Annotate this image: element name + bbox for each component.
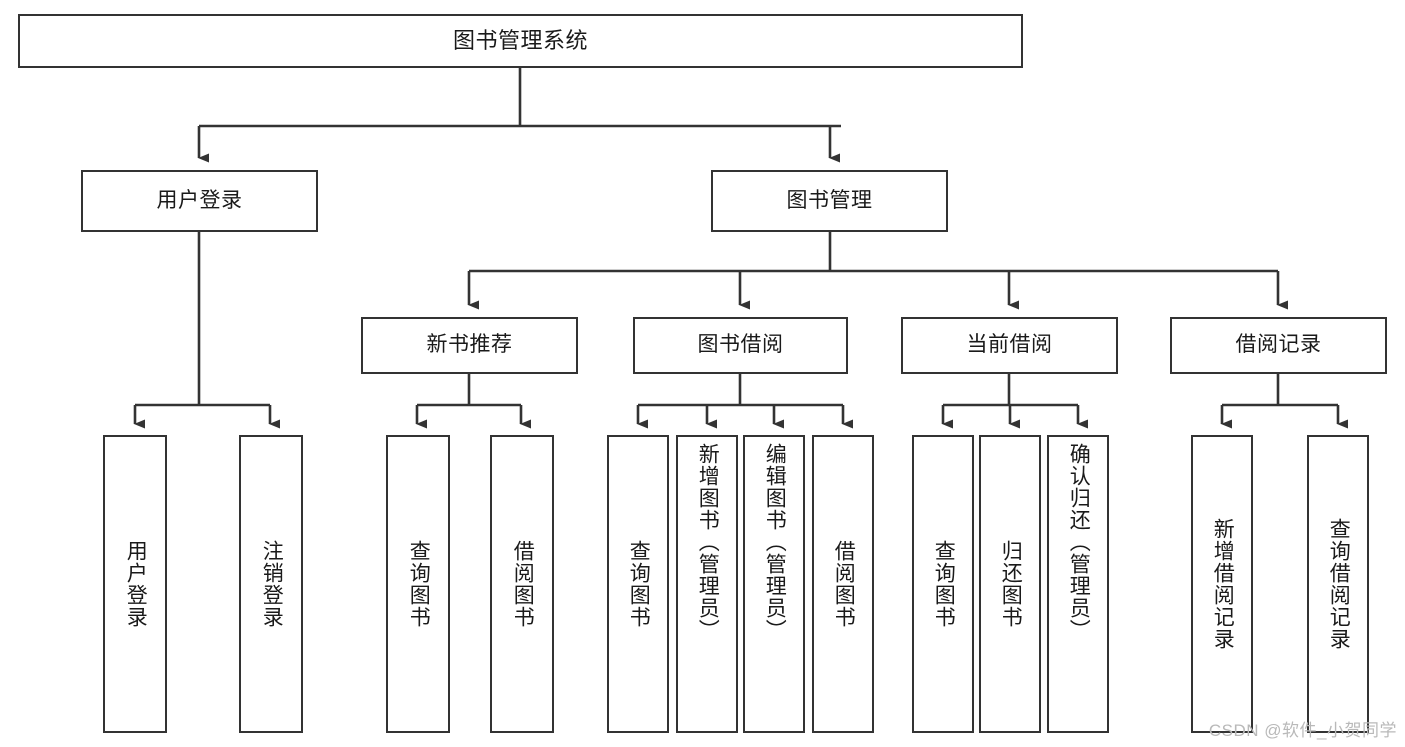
node-label: 注销登录: [260, 540, 284, 628]
node-root-system[interactable]: 图书管理系统: [18, 14, 1023, 68]
edges-newbook-to-leaves: [415, 374, 531, 429]
leaf-borrow-borrow-book[interactable]: 借阅图书: [812, 435, 874, 733]
node-user-login[interactable]: 用户登录: [81, 170, 318, 232]
node-label: 新增借阅记录: [1211, 518, 1235, 650]
leaf-user-logout[interactable]: 注销登录: [239, 435, 303, 733]
edges-userlogin-to-leaves: [133, 232, 280, 429]
node-new-book-recommend[interactable]: 新书推荐: [361, 317, 578, 374]
edges-root-to-level2: [197, 68, 841, 163]
edges-bookborrow-to-leaves: [636, 374, 853, 429]
node-label: 图书管理: [786, 188, 873, 212]
node-label: 图书管理系统: [452, 28, 588, 54]
leaf-current-confirm-return-admin[interactable]: 确认归还（管理员）: [1047, 435, 1109, 733]
node-label: 图书借阅: [697, 333, 784, 357]
leaf-user-login[interactable]: 用户登录: [103, 435, 167, 733]
node-label: 确认归还（管理员）: [1067, 443, 1091, 641]
node-book-management[interactable]: 图书管理: [711, 170, 948, 232]
leaf-borrow-query-book[interactable]: 查询图书: [607, 435, 669, 733]
leaf-borrow-edit-book-admin[interactable]: 编辑图书（管理员）: [743, 435, 805, 733]
node-current-borrow[interactable]: 当前借阅: [901, 317, 1118, 374]
node-label: 查询图书: [932, 540, 956, 628]
leaf-recommend-query-book[interactable]: 查询图书: [386, 435, 450, 733]
leaf-record-query-borrow-record[interactable]: 查询借阅记录: [1307, 435, 1369, 733]
node-label: 新增图书（管理员）: [696, 443, 720, 641]
node-label: 归还图书: [999, 540, 1023, 628]
leaf-current-query-book[interactable]: 查询图书: [912, 435, 974, 733]
node-label: 查询图书: [407, 540, 431, 628]
node-label: 借阅图书: [832, 540, 856, 628]
leaf-recommend-borrow-book[interactable]: 借阅图书: [490, 435, 554, 733]
node-label: 借阅图书: [511, 540, 535, 628]
node-label: 用户登录: [124, 540, 148, 628]
node-borrow-record[interactable]: 借阅记录: [1170, 317, 1387, 374]
watermark-text: CSDN @软件_小贺同学: [1208, 721, 1397, 740]
leaf-current-return-book[interactable]: 归还图书: [979, 435, 1041, 733]
node-label: 用户登录: [156, 188, 243, 212]
node-label: 查询图书: [627, 540, 651, 628]
edges-bookmgmt-to-level3: [467, 232, 1288, 310]
node-label: 编辑图书（管理员）: [763, 443, 787, 641]
leaf-record-add-borrow-record[interactable]: 新增借阅记录: [1191, 435, 1253, 733]
node-label: 当前借阅: [966, 333, 1053, 357]
node-label: 新书推荐: [426, 333, 513, 357]
node-label: 查询借阅记录: [1327, 518, 1351, 650]
edges-borrowrecord-to-leaves: [1220, 374, 1348, 429]
leaf-borrow-add-book-admin[interactable]: 新增图书（管理员）: [676, 435, 738, 733]
edges-currentborrow-to-leaves: [941, 374, 1088, 429]
node-label: 借阅记录: [1235, 333, 1322, 357]
node-book-borrow[interactable]: 图书借阅: [633, 317, 848, 374]
